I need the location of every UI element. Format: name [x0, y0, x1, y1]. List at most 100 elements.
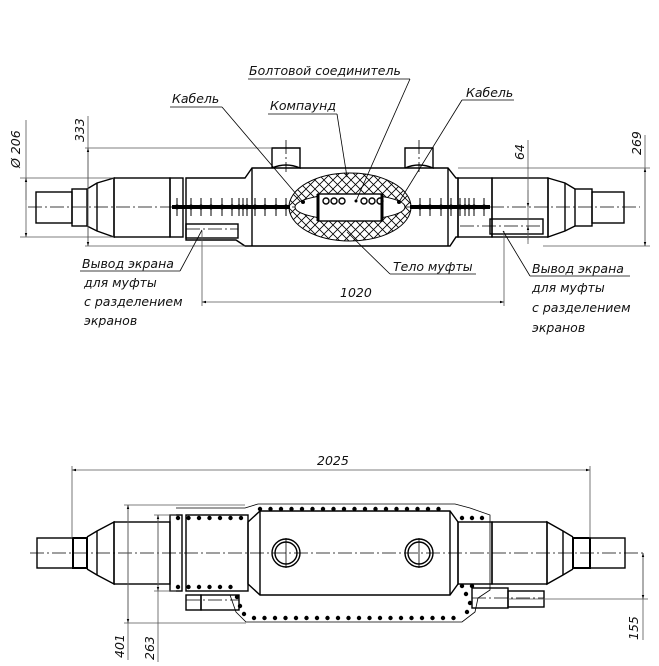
svg-text:с разделением: с разделением: [532, 300, 631, 315]
bead-dot: [257, 506, 263, 512]
bead-dot: [237, 603, 243, 609]
shield-bead: [188, 204, 194, 210]
shield-bead: [481, 204, 487, 210]
shield-bead: [244, 204, 250, 210]
bead-dot: [415, 506, 420, 512]
svg-text:Тело муфты: Тело муфты: [393, 259, 473, 274]
bead-dot: [440, 615, 446, 621]
dim-offset-bottom: 155: [508, 553, 648, 640]
svg-text:Вывод экрана: Вывод экрана: [82, 256, 174, 271]
outer-contour: [176, 503, 491, 623]
shield-bead: [252, 204, 258, 210]
bead-dot: [335, 615, 341, 621]
bead-dot: [241, 611, 247, 617]
label-cable-left: Кабель: [170, 91, 304, 203]
nozzle-left: [271, 147, 301, 170]
bead-dot: [320, 506, 326, 512]
bead-dot: [459, 583, 465, 589]
bead-dot: [262, 615, 267, 621]
shield-bead: [174, 204, 180, 210]
bead-dot: [464, 609, 470, 615]
bead-dot: [293, 615, 299, 621]
bead-dot: [310, 506, 315, 512]
dim-height-right-label: 269: [629, 131, 644, 155]
dim-height-right: 269: [458, 131, 650, 247]
bead-dot: [238, 515, 244, 521]
bead-dot: [186, 584, 191, 590]
bead-dot: [377, 615, 383, 621]
shield-bead: [236, 204, 242, 210]
bead-dot: [228, 584, 233, 590]
label-screen-output-right: Вывод экрана для муфты с разделением экр…: [502, 230, 631, 335]
dim-height-inner: 263: [142, 514, 176, 662]
cable-shield-left: [172, 198, 290, 216]
bead-dot: [467, 600, 473, 606]
shield-bead: [417, 204, 423, 210]
right-end-bottom: [457, 520, 626, 586]
bead-dot: [217, 584, 223, 590]
bead-dot: [425, 506, 431, 512]
dim-offset-right: 64: [512, 140, 530, 244]
bead-dot: [272, 615, 278, 621]
bead-dot: [341, 506, 347, 512]
bead-dot: [463, 591, 469, 597]
dim-diameter-label: Ø 206: [8, 130, 23, 169]
svg-text:Кабель: Кабель: [466, 85, 513, 100]
bead-dot: [419, 615, 425, 621]
dim-height-left: 333: [72, 116, 272, 247]
bead-dot: [217, 515, 223, 521]
bead-dot: [356, 615, 362, 621]
nozzle-right: [404, 147, 434, 170]
bead-dot: [251, 615, 257, 621]
shield-bead: [198, 204, 204, 210]
dim-overall-length-label: 2025: [317, 453, 349, 468]
top-view: Ø 206 333 64 269: [8, 63, 650, 335]
dim-height-left-label: 333: [72, 118, 87, 142]
shield-bead: [208, 204, 214, 210]
shield-bead: [240, 204, 246, 210]
shield-bead: [448, 204, 454, 210]
shield-bead: [273, 204, 279, 210]
label-cable-right: Кабель: [398, 85, 514, 203]
bead-dot: [234, 594, 240, 600]
hole-left: [271, 538, 301, 568]
bead-dot: [469, 583, 475, 589]
bottom-view: 2025 401 263 155: [30, 453, 648, 662]
svg-text:Болтовой соединитель: Болтовой соединитель: [249, 63, 401, 78]
bead-dot: [394, 506, 399, 512]
dim-height-outer: 401: [112, 504, 246, 660]
shield-bead: [466, 204, 472, 210]
cable-shield-right: [410, 198, 490, 216]
dim-diameter: Ø 206: [8, 120, 114, 238]
label-bolt-connector: Болтовой соединитель: [248, 63, 411, 202]
bead-dot: [299, 506, 305, 512]
dim-height-inner-label: 263: [142, 636, 157, 660]
bead-dot: [352, 506, 357, 512]
shield-bead: [262, 204, 268, 210]
svg-text:с разделением: с разделением: [84, 294, 183, 309]
bead-dot: [362, 506, 368, 512]
svg-text:экранов: экранов: [532, 320, 585, 335]
shield-bead: [283, 204, 289, 210]
shield-bead: [457, 204, 463, 210]
bead-dot: [175, 515, 181, 521]
shield-bead: [471, 204, 477, 210]
bead-dot: [409, 615, 414, 621]
bead-dot: [175, 584, 181, 590]
bead-dot: [346, 615, 351, 621]
bead-dot: [278, 506, 284, 512]
screen-outlet-right: [489, 218, 544, 235]
left-cable-end: [35, 177, 184, 238]
bead-dot: [283, 615, 288, 621]
bead-dot: [479, 515, 485, 521]
shield-bead: [229, 204, 235, 210]
hole-right: [404, 538, 434, 568]
bead-dot: [430, 615, 435, 621]
bead-dot: [325, 615, 330, 621]
shield-bead: [427, 204, 433, 210]
label-sleeve-body: Тело муфты: [346, 231, 476, 275]
bead-dot: [451, 615, 456, 621]
bead-dot: [459, 515, 465, 521]
bead-dot: [331, 506, 336, 512]
